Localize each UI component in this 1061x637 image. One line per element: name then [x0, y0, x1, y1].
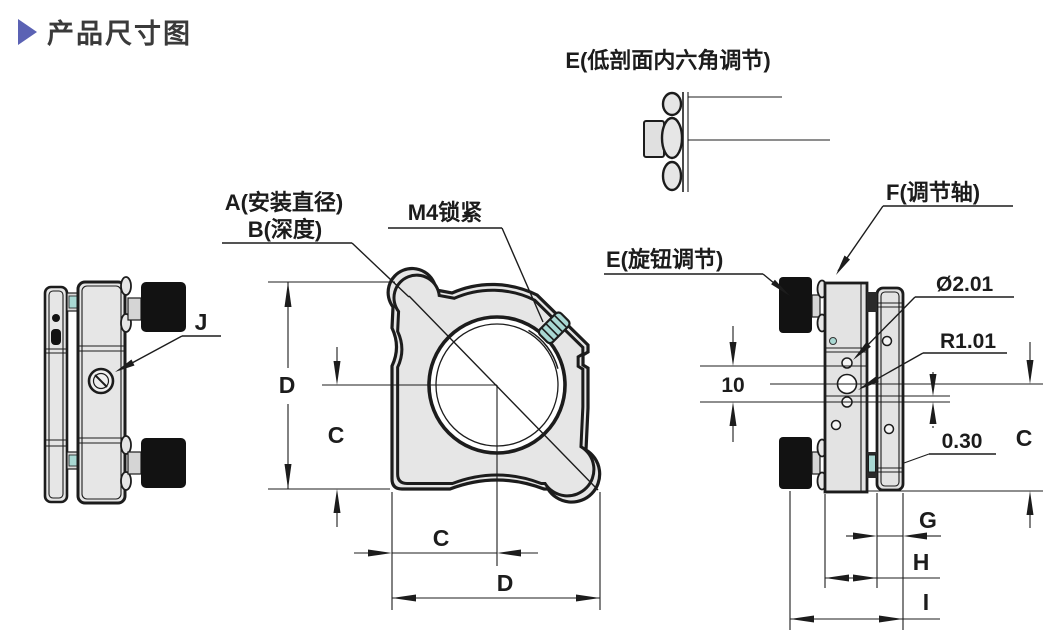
teal-insert	[68, 295, 78, 309]
adjuster-knob	[779, 437, 812, 489]
callout-m4-lock: M4锁紧	[408, 200, 483, 225]
dim-i: I	[790, 589, 940, 623]
m4-lock-screw	[537, 311, 571, 345]
svg-text:C: C	[433, 525, 450, 551]
page-header: 产品尺寸图	[18, 12, 192, 51]
leader-arrow	[836, 255, 850, 275]
svg-text:D: D	[279, 372, 296, 398]
dim-h: H	[825, 549, 940, 582]
dim-c-right: C	[1016, 342, 1034, 528]
callout-adjust-axis: F(调节轴)	[886, 180, 980, 205]
leader-arrow	[771, 279, 790, 296]
dim-g: G	[846, 507, 941, 540]
callout-diameter: Ø2.01	[936, 273, 994, 296]
leader-arrow	[858, 376, 879, 390]
dim-c-vertical: C	[328, 347, 345, 527]
svg-text:0.30: 0.30	[942, 430, 983, 453]
adjuster-knob	[779, 277, 812, 333]
pin-hole	[830, 419, 842, 431]
svg-text:G: G	[919, 507, 937, 533]
dim-d-vertical: D	[268, 281, 395, 490]
svg-text:D: D	[497, 570, 514, 596]
callout-mount-diameter: A(安装直径)	[225, 190, 344, 215]
side-view-right: E(旋钮调节) F(调节轴) Ø2.01 R1.01	[604, 180, 1043, 630]
leader-arrow	[115, 359, 135, 372]
teal-insert	[68, 454, 78, 467]
teal-dot	[829, 337, 837, 345]
dim-c-horizontal: C	[354, 525, 538, 557]
callout-depth: B(深度)	[248, 217, 323, 242]
leader-arrow	[853, 342, 871, 360]
svg-text:C: C	[1016, 425, 1033, 451]
setscrew-dot	[52, 314, 60, 322]
dim-d-horizontal: D	[392, 570, 600, 602]
callout-radius: R1.01	[940, 330, 996, 353]
callout-knob-adjust: E(旋钮调节)	[606, 247, 723, 272]
callout-j: J	[195, 309, 208, 335]
section-arrow-icon	[18, 18, 37, 45]
hex-detail-label: E(低剖面内六角调节)	[565, 48, 770, 73]
dim-10: 10	[721, 326, 745, 442]
adjuster-knob	[120, 276, 186, 333]
dim-030: 0.30	[903, 372, 996, 464]
svg-text:C: C	[328, 422, 345, 448]
svg-text:H: H	[913, 549, 930, 575]
hex-detail-view: E(低剖面内六角调节)	[565, 48, 830, 192]
front-view: A(安装直径) B(深度) M4锁紧 D	[222, 190, 602, 610]
side-view-left: J	[43, 276, 221, 505]
svg-text:I: I	[923, 589, 929, 615]
teal-insert	[868, 454, 876, 473]
page-title: 产品尺寸图	[47, 19, 192, 49]
slot-feature	[51, 329, 61, 345]
j-screw	[87, 367, 115, 395]
adjuster-knob	[120, 435, 186, 491]
svg-text:10: 10	[721, 374, 744, 397]
